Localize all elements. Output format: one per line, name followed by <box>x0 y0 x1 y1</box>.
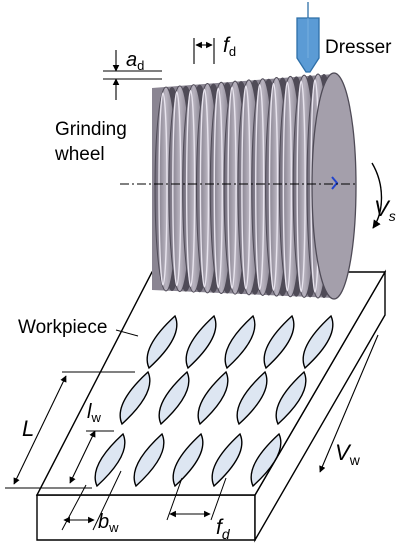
dimple <box>236 370 268 426</box>
dimple <box>275 370 307 426</box>
dimple <box>185 314 217 370</box>
wheel-rings <box>154 73 336 299</box>
dimple <box>158 370 190 426</box>
vs-symbol: Vs <box>374 196 396 224</box>
dimple <box>197 370 229 426</box>
dresser <box>296 2 320 73</box>
wheel-ring-highlight <box>268 82 279 291</box>
dimple <box>263 314 295 370</box>
dresser-label: Dresser <box>325 37 392 58</box>
grinding-wheel <box>152 72 357 300</box>
dimple <box>133 432 165 488</box>
rotation-arrow <box>371 162 383 229</box>
spindle-marker <box>331 176 339 190</box>
dimple <box>172 432 204 488</box>
dimple <box>119 370 151 426</box>
dimple-length-dimension <box>69 430 114 484</box>
wheel-ring-highlight <box>172 91 182 287</box>
bw-symbol: bw <box>98 511 119 535</box>
wheel-ring-highlight <box>282 81 293 292</box>
dimple <box>302 314 334 370</box>
dimple-width-dimension <box>61 470 122 531</box>
grinding-wheel-label-line2: wheel <box>54 144 105 165</box>
wheel-ring-highlight <box>213 87 223 289</box>
workpiece-leader <box>115 329 139 337</box>
lw-symbol: lw <box>87 401 101 425</box>
wheel-ring-highlight <box>185 89 196 287</box>
wheel-ring-highlight <box>296 80 306 293</box>
fd-bottom-symbol: fd <box>216 516 231 542</box>
dimple <box>211 432 243 488</box>
dimple <box>146 314 178 370</box>
wheel-ring-highlight <box>227 86 237 289</box>
workpiece-feed-arrow <box>319 334 379 473</box>
wheel-ring-highlight <box>241 85 251 290</box>
dimple-pattern <box>94 314 334 488</box>
dimple <box>250 432 282 488</box>
length-dimension <box>5 371 135 489</box>
grinding-wheel-label-line1: Grinding <box>55 119 127 140</box>
feed-dimension-bottom <box>166 477 227 521</box>
feed-dimension-top <box>193 38 215 64</box>
dimple <box>94 432 126 488</box>
depth-dimension <box>103 50 162 100</box>
dimple <box>224 314 256 370</box>
workpiece-label: Workpiece <box>18 317 107 338</box>
fd-top-symbol: fd <box>223 34 236 59</box>
wheel-ring-highlight <box>158 92 168 286</box>
wheel-ring-highlight <box>199 88 210 288</box>
wheel-ring-highlight <box>255 84 265 291</box>
vw-symbol: Vw <box>335 440 361 468</box>
ad-symbol: ad <box>126 49 144 73</box>
l-symbol: L <box>22 416 34 441</box>
